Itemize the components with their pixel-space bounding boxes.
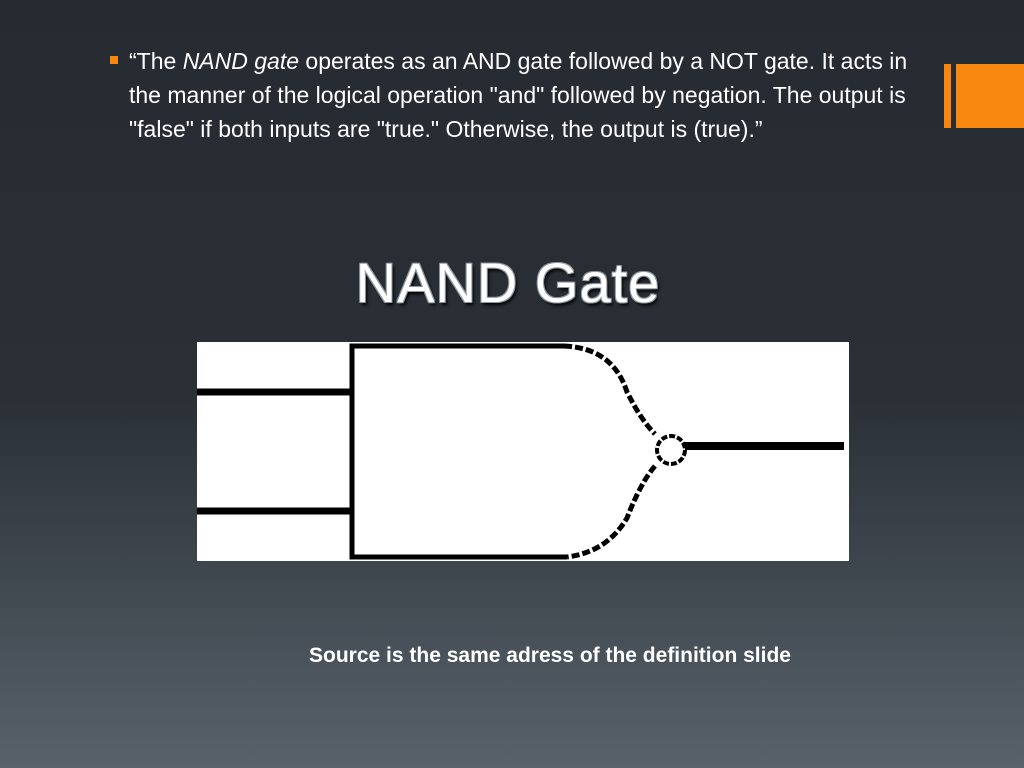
accent-bar-wide [956,64,1024,128]
bullet-rest: operates as an AND gate followed by a NO… [129,48,908,142]
inversion-bubble [655,434,687,466]
square-bullet-icon [110,56,118,64]
bullet-term: NAND gate [182,48,300,74]
bullet-item: “The NAND gate operates as an AND gate f… [110,44,910,146]
gate-curve [563,343,657,560]
nand-gate-diagram [197,342,849,561]
accent-bar-thin [944,64,951,128]
bullet-text: “The NAND gate operates as an AND gate f… [129,44,909,146]
gate-body [349,343,567,560]
nand-gate-symbol [197,343,844,560]
slide-title: NAND Gate [355,251,661,314]
source-caption: Source is the same adress of the definit… [309,644,791,667]
bullet-open: “The [129,48,183,74]
